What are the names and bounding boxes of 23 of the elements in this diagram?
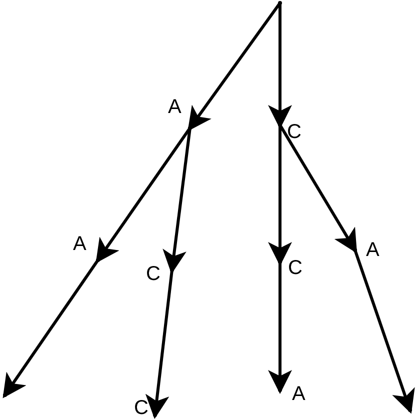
edge-label: C	[288, 258, 302, 278]
edge-label: A	[292, 384, 306, 404]
arrow	[145, 270, 174, 419]
edge-label: C	[146, 264, 160, 284]
junction-point	[408, 408, 412, 412]
arrow	[268, 262, 292, 394]
junction-point	[278, 1, 282, 5]
edge-label: A	[366, 240, 380, 260]
junction-point	[96, 258, 100, 262]
arrow	[2, 259, 100, 398]
edge-label: A	[73, 234, 86, 254]
junction-point	[353, 248, 357, 252]
edge-label: C	[287, 122, 302, 142]
arrow	[354, 250, 415, 414]
junction-point	[278, 388, 282, 392]
arrow	[96, 127, 192, 264]
junction-point	[153, 413, 157, 417]
edge-label: A	[168, 97, 182, 117]
junction-point	[170, 268, 174, 272]
arrow	[278, 124, 358, 254]
arrow	[188, 2, 282, 132]
edge-label: C	[134, 398, 148, 418]
junction-point	[3, 393, 7, 397]
